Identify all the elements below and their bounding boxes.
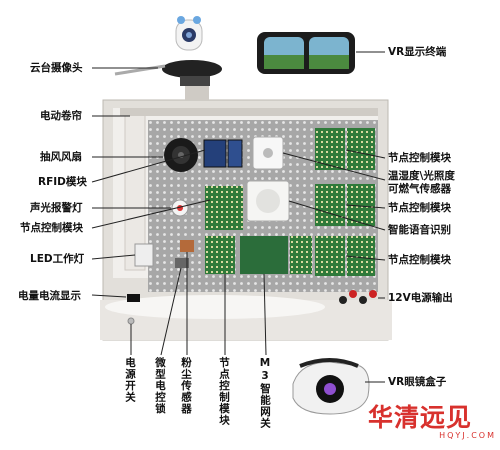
ptz-mount-illustration xyxy=(114,60,222,100)
label-node-control-bottom: 节点控制模块 xyxy=(218,357,230,426)
label-power-switch: 电源开关 xyxy=(124,357,136,403)
label-power-display: 电量电流显示 xyxy=(18,290,81,302)
voice-module-illustration xyxy=(246,180,290,222)
label-node-control-left: 节点控制模块 xyxy=(20,222,83,234)
led-light-illustration xyxy=(134,243,154,267)
label-ptz-camera: 云台摄像头 xyxy=(30,62,83,74)
brand-name: 华清远见 xyxy=(368,403,473,432)
label-env-sensor-2: 可燃气传感器 xyxy=(388,183,451,195)
electric-curtain xyxy=(120,108,378,271)
brand-logo: 华清远见 HQYJ.COM xyxy=(368,404,496,444)
label-led-work-light: LED工作灯 xyxy=(30,253,85,265)
vr-box-illustration xyxy=(292,358,370,415)
label-node-control-r3: 节点控制模块 xyxy=(388,254,451,266)
lock-illustration xyxy=(175,258,189,268)
vr-display-illustration xyxy=(257,32,355,74)
label-env-sensor-1: 温湿度\光照度 xyxy=(388,170,455,182)
label-rfid-module: RFID模块 xyxy=(38,176,87,188)
terminals-illustration xyxy=(339,290,377,304)
dust-sensor-illustration xyxy=(180,240,194,252)
label-voice-recognition: 智能语音识别 xyxy=(388,224,451,236)
brand-url: HQYJ.COM xyxy=(439,431,496,440)
ptz-camera-illustration xyxy=(175,16,203,51)
label-alarm-light: 声光报警灯 xyxy=(30,202,83,214)
label-power-output: 12V电源输出 xyxy=(388,292,453,304)
label-electric-curtain: 电动卷帘 xyxy=(40,110,82,122)
label-node-control-r1: 节点控制模块 xyxy=(388,152,451,164)
power-switch-illustration xyxy=(127,317,135,325)
rfid-module-illustration xyxy=(203,139,243,168)
label-micro-lock: 微型电控锁 xyxy=(154,357,166,415)
label-vr-terminal: VR显示终端 xyxy=(388,46,447,58)
env-sensor-illustration xyxy=(252,136,284,170)
label-node-control-r2: 节点控制模块 xyxy=(388,202,451,214)
exhaust-fan-illustration xyxy=(164,138,198,172)
label-exhaust-fan: 抽风风扇 xyxy=(40,151,82,163)
label-vr-box: VR眼镜盒子 xyxy=(388,376,447,388)
label-m3-gateway: M3智能网关 xyxy=(259,357,271,429)
power-display-illustration xyxy=(127,294,140,302)
label-dust-sensor: 粉尘传感器 xyxy=(180,357,192,415)
node-control-boards xyxy=(205,128,375,276)
leader-lines xyxy=(91,51,386,383)
